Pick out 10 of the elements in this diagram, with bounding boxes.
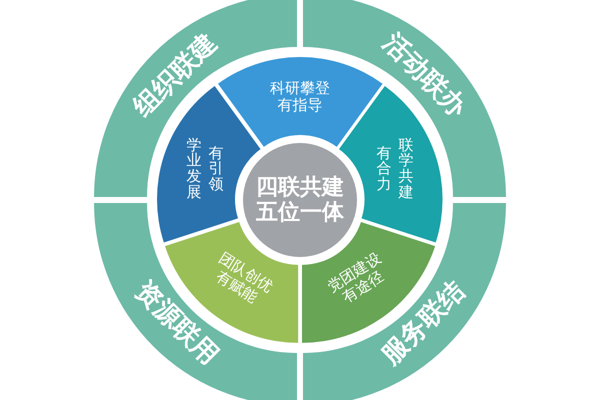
center-label: 四联共建五位一体 bbox=[255, 174, 345, 226]
segment-label: 党团建设有途径 bbox=[322, 248, 388, 309]
segment-label: 有引领 bbox=[207, 146, 224, 193]
segment-label: 科研攀登有指导 bbox=[268, 80, 331, 114]
segment-label: 学业发展 bbox=[185, 138, 202, 201]
outer-label: 组织联建 bbox=[126, 26, 224, 124]
segment-label: 有合力 bbox=[376, 146, 393, 193]
segment-label: 团队创优有赋能 bbox=[212, 248, 278, 309]
outer-label: 活动联办 bbox=[376, 26, 474, 124]
segment-label: 联学共建 bbox=[398, 138, 415, 201]
